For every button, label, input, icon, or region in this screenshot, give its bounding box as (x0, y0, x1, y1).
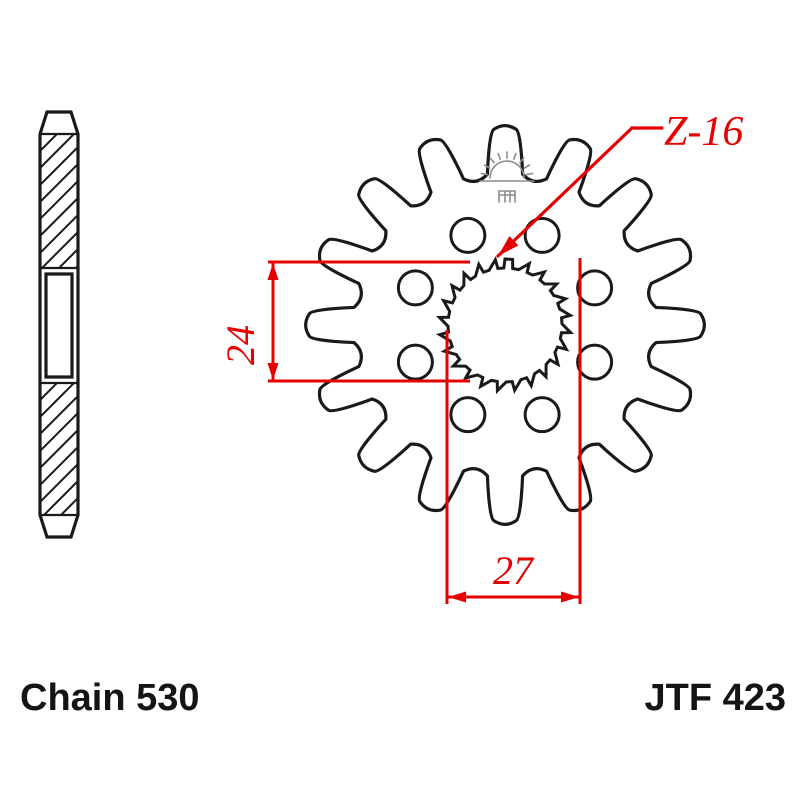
hatch-stroke (40, 180, 78, 220)
hatch-stroke (40, 412, 78, 452)
dimension-24: 24 (218, 260, 470, 383)
lightening-hole (396, 269, 434, 307)
sun-ray-icon (483, 164, 491, 169)
watermark-glyph-icon (498, 190, 516, 203)
lightening-hole (396, 343, 434, 381)
hatch-stroke (40, 395, 78, 435)
hatch-stroke (40, 134, 59, 152)
dimension-27-arrowhead-left (448, 591, 466, 603)
dimension-24-arrowhead-bottom (267, 363, 279, 380)
callout-arrowhead (498, 236, 519, 256)
hatch-stroke (57, 248, 78, 268)
sun-ray-icon (497, 152, 501, 161)
hatch-stroke (40, 214, 78, 254)
sun-rays-icon (480, 151, 534, 176)
splined-hub-bore (435, 255, 575, 395)
hatch-stroke (40, 197, 78, 237)
hatch-stroke (40, 231, 78, 268)
callout-leader-line (496, 126, 634, 258)
sprocket-front-view (304, 124, 706, 526)
dimension-24-arrowhead-top (267, 263, 279, 280)
teeth-count-callout: Z-16 (496, 109, 743, 258)
sun-arc-icon (489, 160, 525, 179)
hatch-stroke (40, 62, 78, 100)
dimension-24-value: 24 (218, 325, 263, 365)
teeth-count-label: Z-16 (664, 109, 743, 155)
lightening-hole (576, 343, 614, 381)
sun-ray-icon (519, 157, 525, 164)
side-view-web-cavity (44, 272, 74, 379)
part-number-label: JTF 423 (644, 677, 786, 719)
rising-sun-watermark (479, 151, 535, 203)
lightening-hole (449, 396, 487, 434)
hatch-stroke (40, 45, 78, 83)
dimension-27-arrowhead-right (561, 591, 579, 603)
lightening-hole (576, 269, 614, 307)
hatch-stroke (40, 446, 78, 486)
hatch-stroke (40, 429, 78, 469)
title-block: Chain 530 JTF 423 (20, 677, 786, 719)
hatch-stroke (40, 383, 76, 418)
section-hatching-top (40, 28, 78, 268)
side-view-inner-edges (40, 132, 78, 517)
lightening-hole (449, 216, 487, 254)
side-section-view (38, 28, 80, 539)
lightening-hole (523, 396, 561, 434)
hatch-stroke (40, 463, 78, 503)
hatch-stroke (40, 383, 59, 401)
dimension-27: 27 (445, 258, 582, 604)
hatch-stroke (40, 163, 78, 203)
sun-ray-icon (523, 164, 531, 169)
hatch-stroke (42, 480, 78, 515)
hatch-stroke (40, 134, 76, 169)
sun-ray-icon (489, 157, 495, 164)
hatch-stroke (40, 28, 78, 66)
hatch-stroke (40, 146, 78, 186)
dimension-27-value: 27 (493, 548, 535, 593)
lightening-hole (523, 216, 561, 254)
sun-ray-icon (525, 172, 534, 176)
section-hatching-bottom (40, 383, 78, 515)
hatch-stroke (59, 497, 78, 515)
chain-size-label: Chain 530 (20, 677, 200, 719)
sun-ray-icon (513, 152, 517, 161)
lightening-hole-group (396, 216, 614, 434)
sun-ray-icon (480, 172, 489, 176)
